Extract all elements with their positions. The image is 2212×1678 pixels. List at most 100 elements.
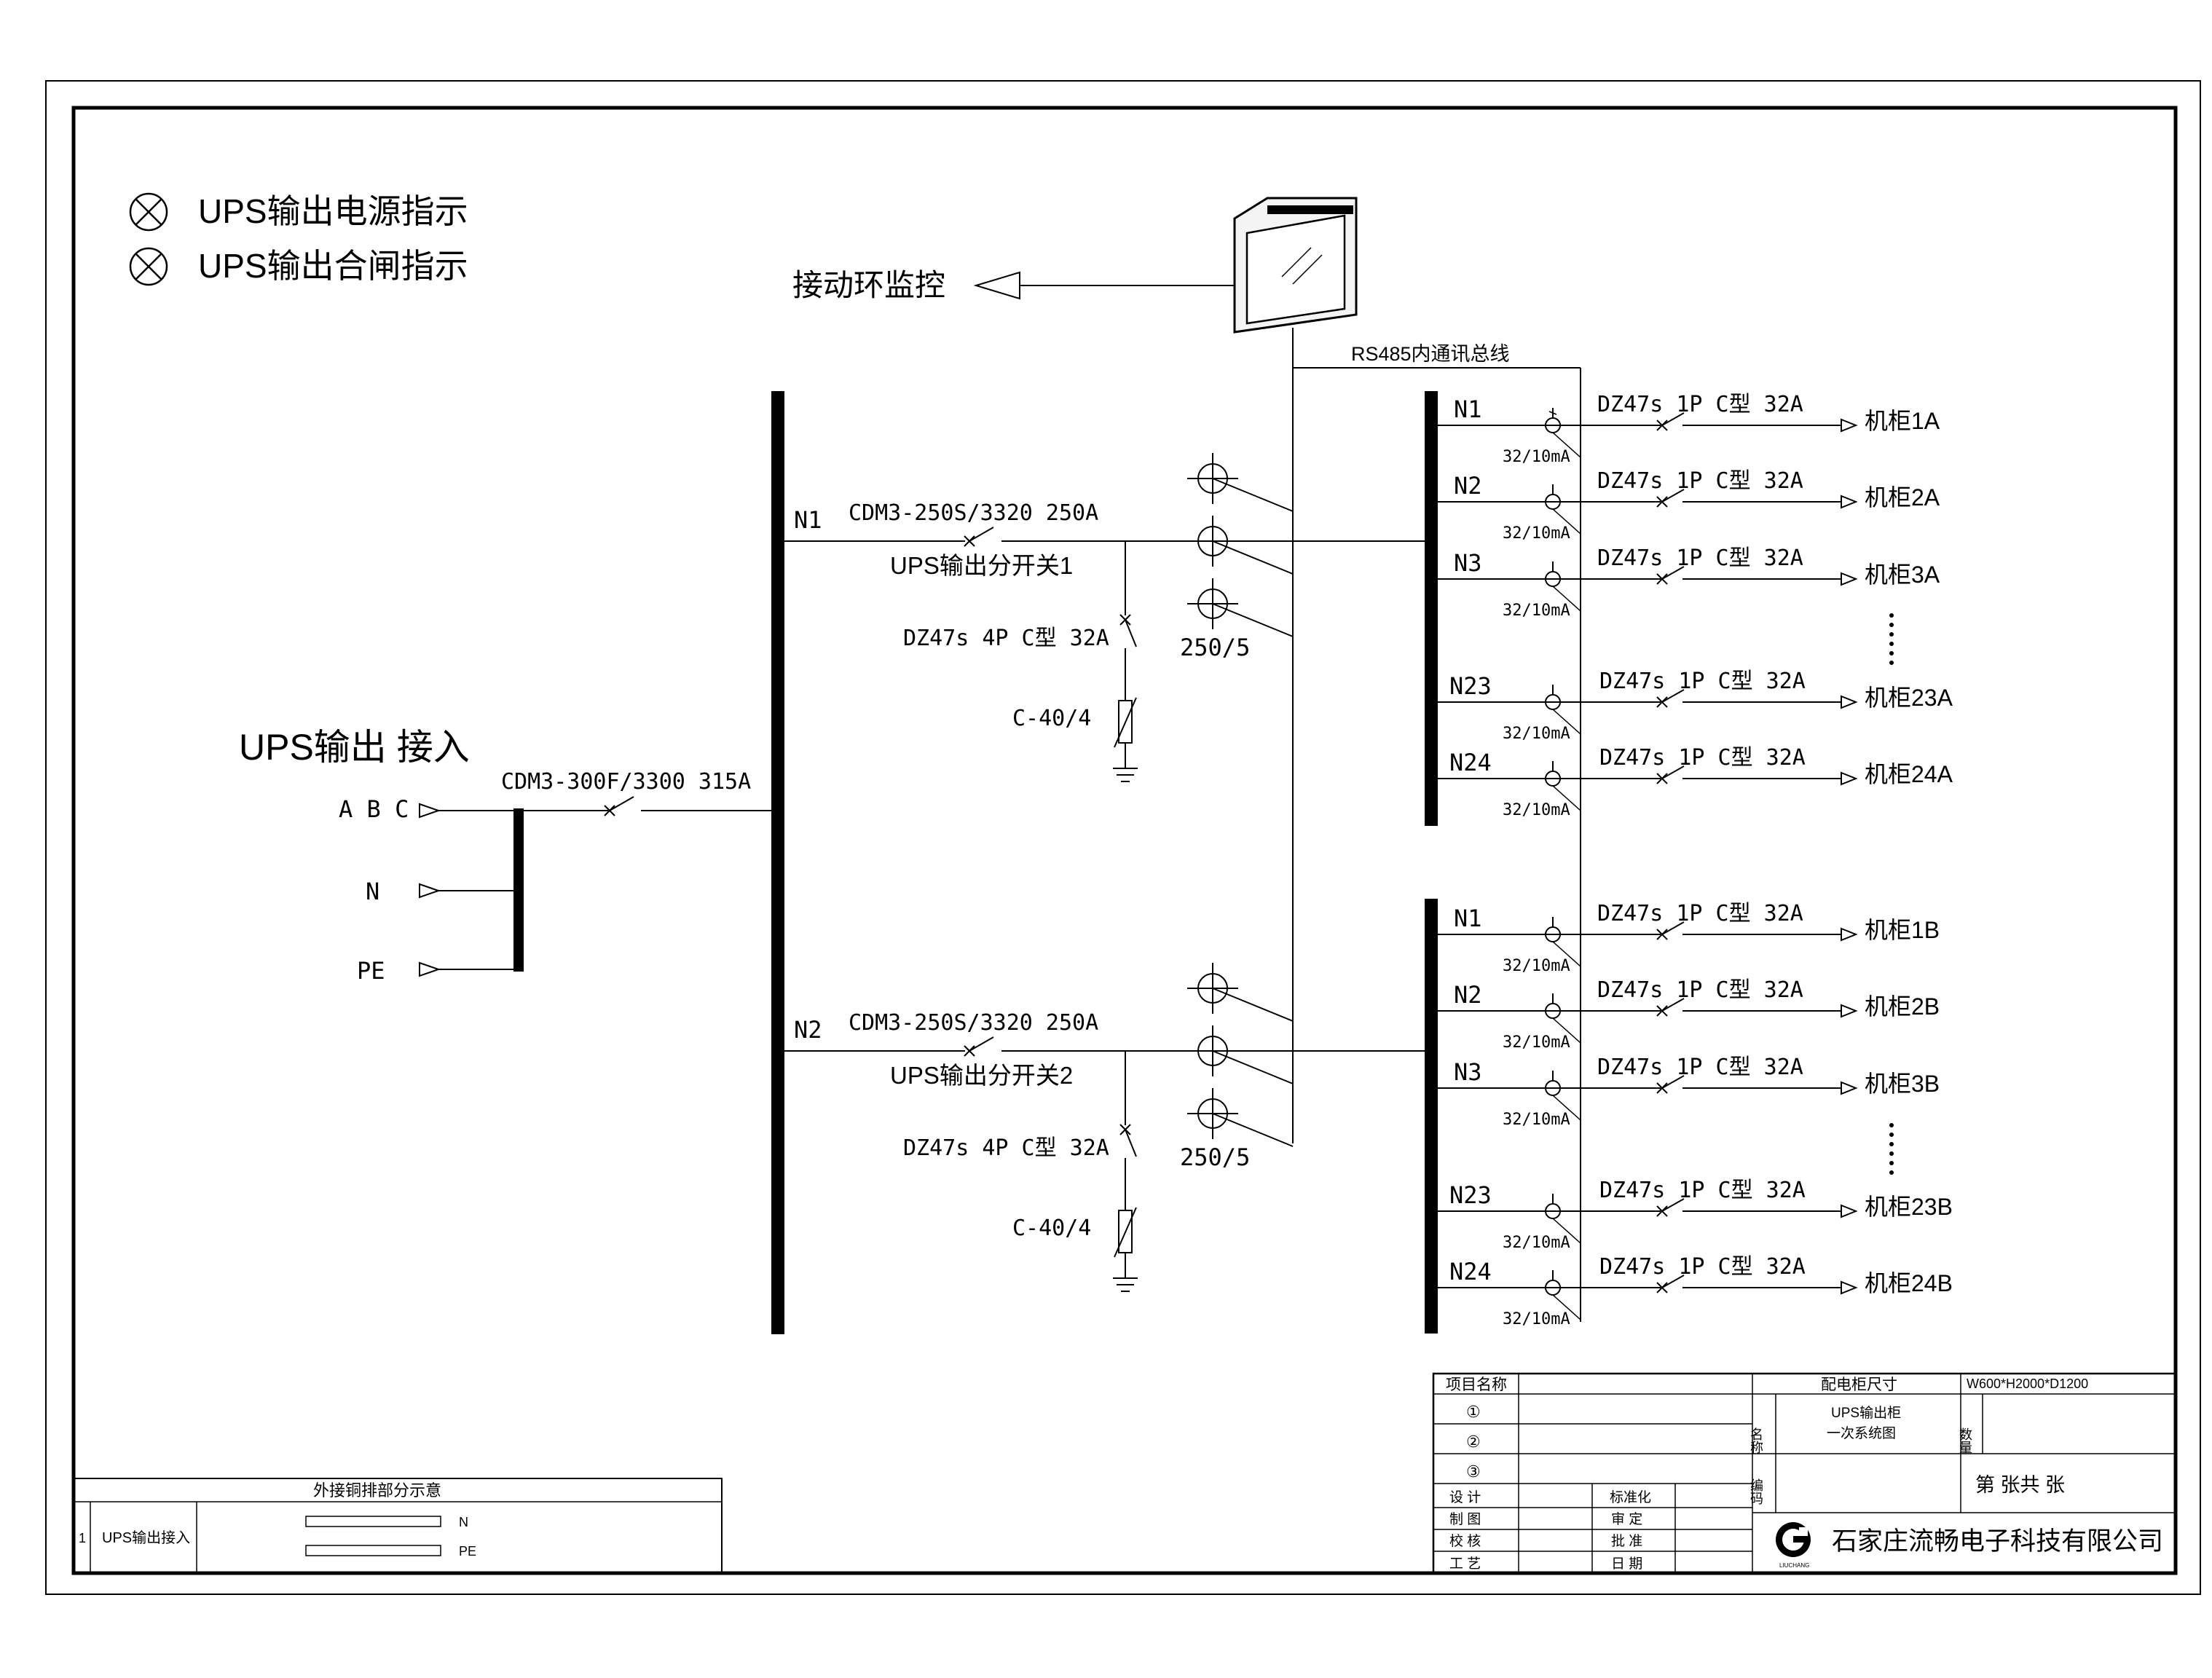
feeder-name: N23 bbox=[1449, 672, 1492, 700]
cabinet-size-value: W600*H2000*D1200 bbox=[1967, 1376, 2088, 1391]
branch-breaker-symbol bbox=[964, 1036, 994, 1057]
branch-breaker-label: CDM3-250S/3320 250A bbox=[849, 500, 1098, 526]
rcd-label: 32/10mA bbox=[1503, 1111, 1570, 1129]
feeder-name: N24 bbox=[1449, 749, 1492, 776]
feeder-breaker-label: DZ47s 1P C型 32A bbox=[1599, 669, 1806, 694]
feeder-name: N24 bbox=[1449, 1258, 1492, 1285]
ground-icon bbox=[1113, 1277, 1138, 1292]
project-name-label: 项目名称 bbox=[1446, 1376, 1507, 1393]
feeder-target: 机柜3B bbox=[1865, 1071, 1940, 1097]
review-label: 审 定 bbox=[1611, 1511, 1642, 1527]
feeder-arrow-icon bbox=[1841, 495, 1858, 509]
main-breaker-label: CDM3-300F/3300 315A bbox=[501, 769, 751, 795]
feeder-breaker-label: DZ47s 1P C型 32A bbox=[1597, 1055, 1803, 1080]
spd-label: C-40/4 bbox=[1012, 1216, 1091, 1241]
branch-1: N1 CDM3-250S/3320 250A UPS输出分开关1 DZ47s 4… bbox=[784, 453, 1431, 782]
input-section: UPS输出 接入 A B C N PE CDM3-300F/3300 315A bbox=[239, 727, 772, 985]
input-pe-label: PE bbox=[357, 957, 385, 985]
rcd-label: 32/10mA bbox=[1503, 1310, 1570, 1328]
legend: UPS输出电源指示 UPS输出合闸指示 bbox=[129, 192, 468, 286]
cabinet-size-label: 配电柜尺寸 bbox=[1821, 1376, 1897, 1393]
title-row-3: ③ bbox=[1466, 1462, 1481, 1481]
branch-bus-label: N2 bbox=[794, 1016, 822, 1044]
feeder-target: 机柜24A bbox=[1865, 761, 1953, 787]
main-breaker-symbol bbox=[604, 796, 634, 816]
process-label: 工 艺 bbox=[1449, 1556, 1481, 1572]
feeder-target: 机柜24B bbox=[1865, 1270, 1953, 1296]
copper-bar-table: 外接铜排部分示意 1 UPS输出接入 N PE bbox=[73, 1478, 723, 1574]
feeder-row: N1 DZ47s 1P C型 32A 32/10mA 机柜1B bbox=[1438, 901, 1940, 975]
input-terminal-bar bbox=[513, 808, 524, 972]
rcd-label: 32/10mA bbox=[1503, 725, 1570, 743]
feeder-target: 机柜1A bbox=[1865, 408, 1940, 434]
input-pe-arrow-icon bbox=[419, 961, 441, 977]
branch-bus-label: N1 bbox=[794, 506, 822, 534]
feeder-breaker-label: DZ47s 1P C型 32A bbox=[1597, 392, 1803, 417]
copper-table-row-no: 1 bbox=[79, 1531, 86, 1545]
feeder-row: N1 DZ47s 1P C型 32A 32/10mA 机柜1A bbox=[1438, 392, 1940, 466]
drawing-name-line-1: UPS输出柜 bbox=[1831, 1405, 1901, 1421]
feeder-target: 机柜23B bbox=[1865, 1194, 1953, 1220]
input-title: UPS输出 接入 bbox=[239, 727, 470, 768]
feeder-row: N2 DZ47s 1P C型 32A 32/10mA 机柜2B bbox=[1438, 977, 1940, 1052]
feeder-name: N1 bbox=[1454, 395, 1482, 423]
spd-breaker-label: DZ47s 4P C型 32A bbox=[903, 626, 1109, 651]
feeder-group-a: N1 DZ47s 1P C型 32A 32/10mA 机柜1A N2 DZ47s… bbox=[1438, 392, 1953, 819]
continuation-dots-icon bbox=[1889, 613, 1894, 665]
input-abc-arrow-icon bbox=[419, 803, 441, 819]
inner-frame bbox=[71, 106, 2178, 1575]
feeder-row: N3 DZ47s 1P C型 32A 32/10mA 机柜3A bbox=[1438, 545, 1940, 620]
feeder-row: N23 DZ47s 1P C型 32A 32/10mA 机柜23A bbox=[1438, 669, 1953, 743]
sub-busbar-b bbox=[1425, 899, 1438, 1334]
logo-subtitle: LIUCHANG bbox=[1779, 1562, 1809, 1569]
feeder-breaker-label: DZ47s 1P C型 32A bbox=[1597, 901, 1803, 926]
feeder-arrow-icon bbox=[1841, 927, 1858, 942]
sub-busbar-a bbox=[1425, 391, 1438, 826]
feeder-target: 机柜2B bbox=[1865, 993, 1940, 1020]
monitor-link-arrow-icon bbox=[973, 271, 1020, 300]
feeder-arrow-icon bbox=[1841, 771, 1858, 786]
feeder-arrow-icon bbox=[1841, 418, 1858, 433]
branch-switch-name: UPS输出分开关2 bbox=[890, 1062, 1073, 1089]
power-indicator-label: UPS输出电源指示 bbox=[198, 192, 468, 230]
rcd-label: 32/10mA bbox=[1503, 1033, 1570, 1052]
feeder-target: 机柜23A bbox=[1865, 685, 1953, 711]
rcd-label: 32/10mA bbox=[1503, 524, 1570, 543]
touch-screen-monitor-icon bbox=[1233, 197, 1358, 334]
outer-frame bbox=[45, 80, 2201, 1595]
ct-ratio-label: 250/5 bbox=[1180, 1143, 1250, 1171]
check-label: 校 核 bbox=[1449, 1533, 1481, 1549]
feeder-name: N23 bbox=[1449, 1181, 1492, 1209]
feeder-row: N24 DZ47s 1P C型 32A 32/10mA 机柜24B bbox=[1438, 1254, 1953, 1328]
feeder-row: N2 DZ47s 1P C型 32A 32/10mA 机柜2A bbox=[1438, 468, 1940, 543]
branch-breaker-symbol bbox=[964, 527, 994, 547]
copper-bar-n bbox=[305, 1516, 441, 1527]
feeder-arrow-icon bbox=[1841, 1081, 1858, 1095]
feeder-breaker-label: DZ47s 1P C型 32A bbox=[1597, 977, 1803, 1003]
feeder-arrow-icon bbox=[1841, 695, 1858, 709]
rcd-label: 32/10mA bbox=[1503, 448, 1570, 466]
code-label: 编码 bbox=[1749, 1478, 1763, 1505]
company-name: 石家庄流畅电子科技有限公司 bbox=[1832, 1527, 2163, 1556]
surge-protector-icon bbox=[1114, 697, 1137, 768]
feeder-breaker-label: DZ47s 1P C型 32A bbox=[1599, 1178, 1806, 1203]
feeder-name: N1 bbox=[1454, 905, 1482, 932]
drawing-name-line-2: 一次系统图 bbox=[1827, 1425, 1896, 1441]
main-busbar bbox=[771, 391, 784, 1334]
feeder-row: N23 DZ47s 1P C型 32A 32/10mA 机柜23B bbox=[1438, 1178, 1953, 1252]
monitor-label: 接动环监控 bbox=[792, 268, 945, 302]
copper-bar-pe-label: PE bbox=[459, 1544, 476, 1559]
branch-switch-name: UPS输出分开关1 bbox=[890, 552, 1073, 579]
spd-label: C-40/4 bbox=[1012, 706, 1091, 731]
input-n-arrow-icon bbox=[419, 883, 441, 899]
feeder-row: N24 DZ47s 1P C型 32A 32/10mA 机柜24A bbox=[1438, 745, 1953, 819]
current-transformer-group-icon bbox=[1187, 963, 1294, 1147]
current-transformer-group-icon bbox=[1187, 453, 1294, 637]
spd-breaker-label: DZ47s 4P C型 32A bbox=[903, 1135, 1109, 1161]
branch-breaker-label: CDM3-250S/3320 250A bbox=[849, 1010, 1098, 1036]
feeder-row: N3 DZ47s 1P C型 32A 32/10mA 机柜3B bbox=[1438, 1055, 1940, 1129]
feeder-arrow-icon bbox=[1841, 572, 1858, 586]
feeder-breaker-label: DZ47s 1P C型 32A bbox=[1597, 545, 1803, 571]
company-logo-icon bbox=[1776, 1522, 1811, 1557]
